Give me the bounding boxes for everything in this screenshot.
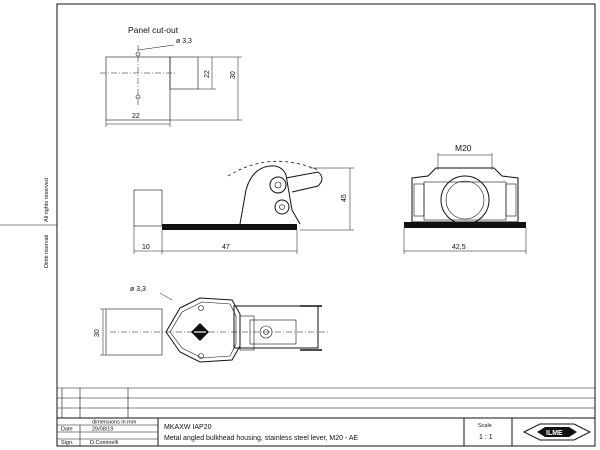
side-housing-body <box>133 189 163 227</box>
front-base-plate <box>404 222 526 228</box>
units-note: dimensions in mm <box>92 420 137 426</box>
sign-label: Sign. <box>61 440 74 446</box>
top-hole-upper <box>198 305 204 311</box>
lever-swing-arc <box>227 160 319 177</box>
panel-outline <box>105 56 171 121</box>
side-lever-pivot-inner <box>274 181 282 189</box>
date-value: 29/08/19 <box>92 427 113 433</box>
front-entry-inner <box>445 180 485 220</box>
panel-hole-leader <box>137 44 175 51</box>
front-entry-outer <box>440 175 490 225</box>
sign-value: D.Cominelli <box>90 440 118 446</box>
panel-dim-height-outer: 30 <box>230 71 237 79</box>
side-lever-tip <box>285 171 323 193</box>
side-latch-pin-inner <box>279 204 285 210</box>
front-thread-size: M20 <box>455 143 472 153</box>
top-housing-inner <box>169 301 237 359</box>
side-latch-pin <box>274 199 290 215</box>
side-lever-pivot-outer <box>269 176 287 194</box>
logo-diamond-outer <box>522 423 592 441</box>
product-code: MKAXW IAP20 <box>164 424 212 431</box>
top-housing-hexagon <box>165 297 241 363</box>
top-hole-leader <box>159 292 173 301</box>
side-base-plate <box>162 224 297 230</box>
top-lever-grip <box>239 315 255 351</box>
top-view: ø 3,3 30 <box>94 286 330 363</box>
side-lever-profile <box>239 165 301 225</box>
side-dim-right: 47 <box>222 244 230 251</box>
front-housing-inner <box>423 181 507 221</box>
side-dim-left: 10 <box>142 244 150 251</box>
logo-diamond-inner <box>537 427 577 437</box>
date-label: Date <box>61 427 73 433</box>
rights-reserved-italian: Diritti riservati <box>44 235 50 268</box>
panel-hole-diameter: ø 3,3 <box>176 38 192 45</box>
ilme-logo: ILME <box>522 423 592 441</box>
top-hole-lower <box>198 353 204 359</box>
title-block: dimensions in mm Date 29/08/19 Sign. D.C… <box>57 387 595 446</box>
panel-hole-top <box>135 51 141 57</box>
top-hole-diameter: ø 3,3 <box>130 286 146 293</box>
product-description: Metal angled bulkhead housing, stainless… <box>164 435 359 442</box>
panel-cutout-view: Panel cut-out ø 3,3 22 30 22 <box>100 25 242 127</box>
logo-text: ILME <box>546 430 563 437</box>
scale-label: Scale <box>478 423 492 429</box>
side-view: 45 10 47 <box>133 160 354 254</box>
panel-dim-width: 22 <box>132 113 140 120</box>
front-dim-width: 42,5 <box>452 244 466 251</box>
front-view: M20 42,5 <box>403 143 527 254</box>
top-dim-height: 30 <box>94 329 101 337</box>
rights-reserved-english: All rights reserved <box>44 178 50 222</box>
side-dim-height: 45 <box>341 194 348 202</box>
panel-hole-bottom <box>135 94 141 100</box>
front-lever-left <box>413 183 425 217</box>
panel-cutout-title: Panel cut-out <box>128 25 179 35</box>
front-lever-right <box>505 183 517 217</box>
top-lever-frame <box>233 305 319 349</box>
panel-dim-height-inner: 22 <box>204 70 211 78</box>
scale-value: 1 : 1 <box>479 434 493 441</box>
